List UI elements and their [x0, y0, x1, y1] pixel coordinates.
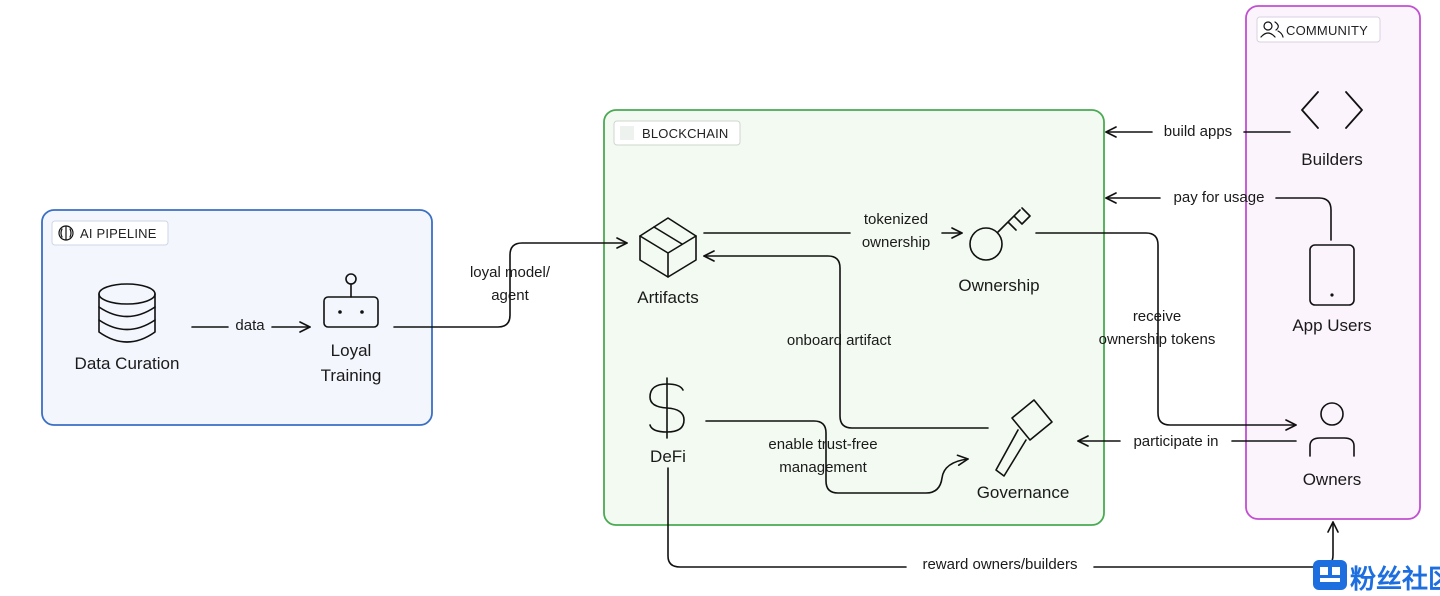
node-data-curation: Data Curation	[75, 354, 180, 373]
group-ai-pipeline: AI PIPELINE	[41, 209, 433, 426]
group-label-ai-pipeline: AI PIPELINE	[80, 226, 157, 241]
edge-label-loyal-model-line2: agent	[491, 287, 529, 304]
database-icon	[98, 283, 156, 343]
code-icon	[1301, 91, 1363, 129]
edge-label-pay-usage: pay for usage	[1174, 189, 1265, 206]
edge-label-participate: participate in	[1133, 433, 1218, 450]
user-icon	[1309, 402, 1355, 457]
edge-governance-to-artifacts	[703, 250, 989, 429]
edge-label-reward: reward owners/builders	[922, 556, 1077, 573]
node-loyal-training-line1: Loyal	[331, 341, 372, 360]
watermark: 粉丝社区	[1313, 560, 1440, 594]
blockchain-icon	[620, 126, 634, 140]
watermark-logo-icon	[1313, 560, 1347, 590]
edge-label-data: data	[235, 317, 265, 334]
brain-icon	[58, 225, 74, 241]
edge-label-tokenized-line1: tokenized	[864, 211, 928, 228]
users-icon	[1260, 21, 1284, 38]
gavel-icon	[995, 399, 1053, 477]
edge-label-tokenized-line2: ownership	[862, 234, 930, 251]
edge-appusers-to-blockchain	[1106, 198, 1332, 241]
cube-icon	[639, 217, 697, 278]
phone-icon	[1309, 244, 1355, 306]
edge-training-to-artifacts	[393, 237, 628, 328]
watermark-text: 粉丝社区	[1350, 564, 1440, 594]
edge-defi-to-governance	[705, 420, 969, 494]
edge-ownership-to-owners	[1035, 232, 1297, 431]
node-ownership: Ownership	[958, 276, 1039, 295]
edge-label-receive-line2: ownership tokens	[1099, 331, 1216, 348]
dollar-icon	[649, 377, 685, 439]
node-owners: Owners	[1303, 470, 1362, 489]
edge-label-onboard: onboard artifact	[787, 332, 892, 349]
edge-label-build-apps: build apps	[1164, 123, 1232, 140]
node-builders: Builders	[1301, 150, 1362, 169]
node-app-users: App Users	[1292, 316, 1371, 335]
group-label-blockchain: BLOCKCHAIN	[642, 126, 729, 141]
node-governance: Governance	[977, 483, 1070, 502]
group-community: COMMUNITY	[1245, 5, 1421, 520]
robot-icon	[323, 273, 379, 328]
node-loyal-training-line2: Training	[321, 366, 382, 385]
edge-label-trust-line2: management	[779, 459, 867, 476]
edge-label-loyal-model-line1: loyal model/	[470, 264, 551, 281]
edge-label-trust-line1: enable trust-free	[768, 436, 877, 453]
node-artifacts: Artifacts	[637, 288, 698, 307]
node-defi: DeFi	[650, 447, 686, 466]
group-label-community: COMMUNITY	[1286, 23, 1368, 38]
edge-label-receive-line1: receive	[1133, 308, 1181, 325]
